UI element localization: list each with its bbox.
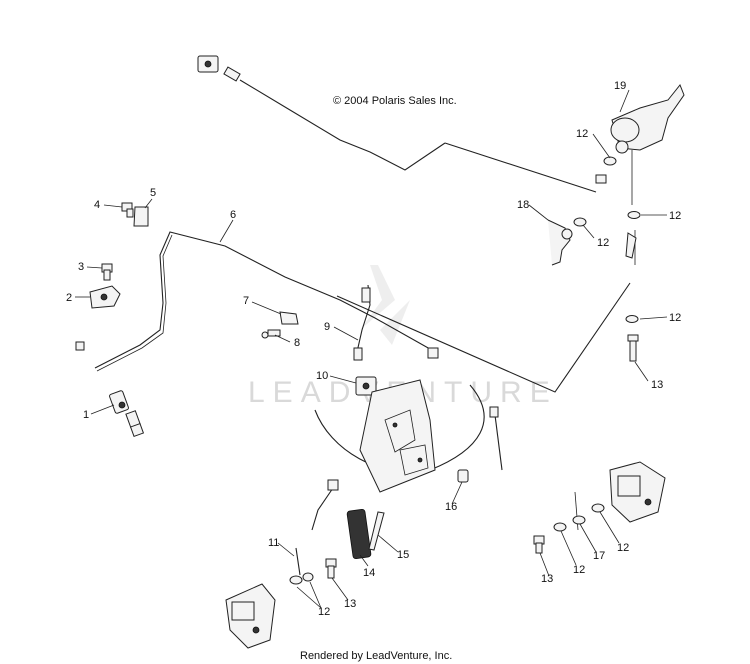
callout-19: 19 — [614, 80, 626, 92]
bolt-and-clamp — [121, 202, 149, 227]
callout-8: 8 — [294, 337, 300, 349]
caliper-left — [225, 583, 276, 649]
callout-1: 1 — [83, 409, 89, 421]
brake-cables — [94, 79, 636, 531]
footer-credit: Rendered by LeadVenture, Inc. — [300, 650, 452, 662]
bracket-2 — [89, 285, 121, 309]
callout-7: 7 — [243, 295, 249, 307]
callout-12: 12 — [669, 312, 681, 324]
callout-5: 5 — [150, 187, 156, 199]
watermark-logo — [360, 265, 410, 345]
callout-2: 2 — [66, 292, 72, 304]
caliper-right — [609, 461, 666, 523]
pedal-bracket-plate — [359, 379, 436, 493]
pivot-bolt — [457, 469, 469, 483]
junction-block — [355, 376, 377, 396]
bolt-right — [627, 334, 639, 362]
callout-14: 14 — [363, 567, 375, 579]
spring — [346, 508, 372, 560]
callout-12: 12 — [576, 128, 588, 140]
lower-hose-fitting — [327, 479, 339, 491]
callout-12: 12 — [573, 564, 585, 576]
bolt-3 — [101, 263, 113, 281]
callout-12: 12 — [597, 237, 609, 249]
callout-4: 4 — [94, 199, 100, 211]
lower-left-hose — [289, 547, 314, 585]
callout-13: 13 — [541, 573, 553, 585]
callout-3: 3 — [78, 261, 84, 273]
callout-12: 12 — [669, 210, 681, 222]
callout-10: 10 — [316, 370, 328, 382]
callout-6: 6 — [230, 209, 236, 221]
pedal-rod — [368, 511, 385, 551]
callout-12: 12 — [318, 606, 330, 618]
callout-13: 13 — [344, 598, 356, 610]
right-hose-fitting — [489, 406, 499, 418]
callout-17: 17 — [593, 550, 605, 562]
line-clip — [279, 311, 299, 325]
leader-lines — [75, 89, 668, 609]
callout-18: 18 — [517, 199, 529, 211]
callout-12: 12 — [617, 542, 629, 554]
top-cable-fitting — [197, 55, 241, 82]
line-fitting — [353, 287, 439, 361]
master-cylinder — [610, 84, 685, 154]
caliper-right-hardware — [533, 503, 605, 554]
callout-13: 13 — [651, 379, 663, 391]
callout-11: 11 — [268, 537, 279, 549]
washers-top — [573, 156, 641, 323]
copyright-caption: © 2004 Polaris Sales Inc. — [333, 95, 457, 107]
callouts: 19 12 12 12 18 12 13 4 5 6 3 2 1 7 8 9 1… — [66, 80, 681, 618]
bolt-lower-left — [325, 558, 337, 579]
banjo-fitting — [547, 219, 573, 266]
callout-16: 16 — [445, 501, 457, 513]
callout-9: 9 — [324, 321, 330, 333]
screw-8 — [261, 329, 281, 339]
proportioning-valve — [75, 341, 145, 438]
callout-15: 15 — [397, 549, 409, 561]
top-nut — [595, 174, 637, 259]
